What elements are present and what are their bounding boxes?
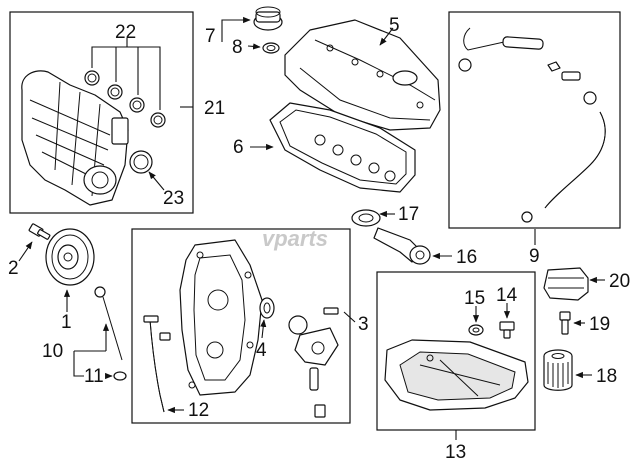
callout-16: 16 — [456, 247, 477, 268]
oil-separator-pipe — [351, 209, 431, 265]
drain-plug-gasket — [468, 324, 484, 336]
oil-cooler — [543, 267, 589, 301]
callout-5: 5 — [389, 15, 400, 36]
timing-cover-bolt — [159, 307, 339, 341]
oil-cap-seal — [262, 42, 280, 54]
valve-cover-gasket — [269, 102, 416, 193]
oil-filler-cap — [253, 6, 283, 31]
callout-13: 13 — [445, 442, 466, 463]
callout-9: 9 — [529, 246, 540, 267]
callout-1: 1 — [61, 312, 72, 333]
throttle-body-gasket — [129, 150, 153, 174]
callout-21: 21 — [204, 98, 225, 119]
callout-3: 3 — [358, 314, 369, 335]
valve-cover — [284, 19, 441, 131]
intake-manifold-illustration — [21, 70, 129, 206]
callout-15: 15 — [464, 288, 485, 309]
callout-23: 23 — [163, 188, 184, 209]
drain-plug — [499, 321, 515, 339]
callout-18: 18 — [596, 366, 617, 387]
watermark: vparts — [262, 226, 328, 251]
callout-11: 11 — [84, 366, 104, 387]
breather-hose-box — [448, 11, 621, 229]
intake-manifold-box — [9, 11, 194, 214]
callout-14: 14 — [496, 285, 518, 306]
callout-4: 4 — [256, 340, 267, 361]
intake-gasket-set — [84, 70, 166, 128]
timing-chain-cover — [179, 239, 263, 396]
callout-7: 7 — [205, 26, 216, 47]
callout-8: 8 — [232, 37, 243, 58]
front-crank-seal — [259, 297, 275, 319]
callout-22: 22 — [115, 22, 136, 43]
crankshaft-pulley-bolt — [28, 223, 51, 240]
oil-pan — [384, 339, 529, 411]
crankshaft-pulley — [45, 228, 95, 286]
callout-20: 20 — [609, 271, 630, 292]
callout-12: 12 — [188, 400, 209, 421]
oil-pump — [288, 315, 339, 418]
oil-level-guide-tube — [143, 315, 165, 413]
oil-cooler-bolt — [559, 311, 571, 335]
timing-cover-box — [131, 228, 351, 424]
oil-filter — [543, 349, 573, 391]
callout-17: 17 — [398, 204, 419, 225]
breather-hose — [458, 27, 606, 223]
callout-2: 2 — [8, 258, 19, 279]
oil-dipstick — [94, 286, 127, 381]
callout-19: 19 — [589, 314, 610, 335]
callout-10: 10 — [42, 341, 63, 362]
callout-6: 6 — [233, 137, 244, 158]
